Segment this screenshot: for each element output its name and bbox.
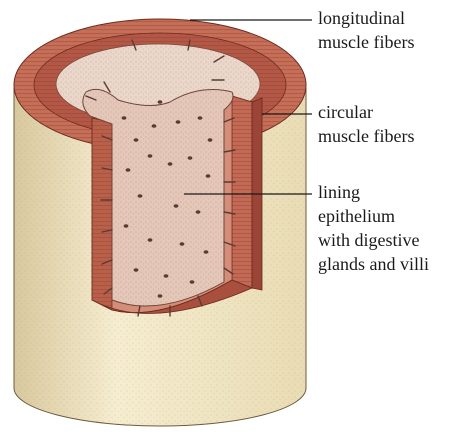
label-longitudinal-muscle-fibers: longitudinal muscle fibers: [318, 6, 414, 54]
label-line: glands and villi: [318, 252, 429, 276]
label-line: with digestive: [318, 228, 429, 252]
label-line: longitudinal: [318, 6, 414, 30]
label-line: circular: [318, 100, 414, 124]
label-circular-muscle-fibers: circular muscle fibers: [318, 100, 414, 148]
label-line: lining: [318, 180, 429, 204]
label-line: epithelium: [318, 204, 429, 228]
label-line: muscle fibers: [318, 30, 414, 54]
label-line: muscle fibers: [318, 124, 414, 148]
label-lining-epithelium: lining epithelium with digestive glands …: [318, 180, 429, 276]
